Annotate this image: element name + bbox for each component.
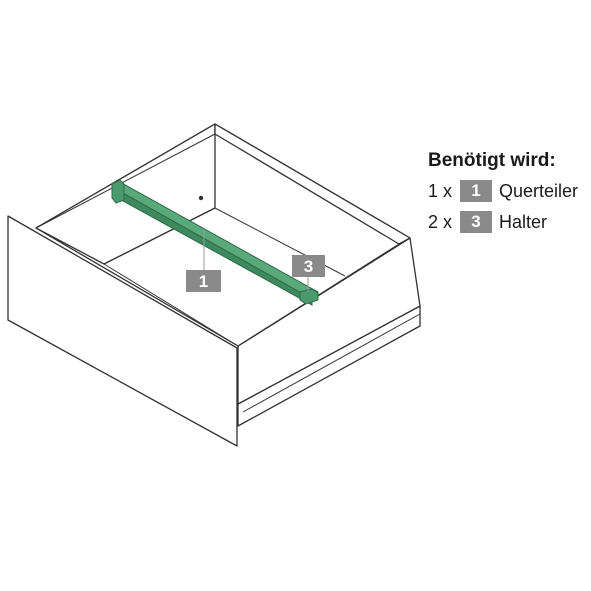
inner-edge-floor-left bbox=[103, 207, 216, 265]
legend-title: Benötigt wird: bbox=[428, 150, 556, 171]
legend-qty: 2 x bbox=[428, 211, 453, 232]
callout-1-text: 1 bbox=[199, 272, 208, 291]
callout-1-badge bbox=[186, 270, 221, 292]
parts-legend: Benötigt wird: 1 x 1 Querteiler 2 x 3 Ha… bbox=[428, 150, 578, 240]
inner-edge-floor-front bbox=[103, 263, 239, 347]
callout-3-badge bbox=[292, 255, 325, 277]
cross-divider bbox=[111, 179, 319, 306]
callout-3-text: 3 bbox=[304, 257, 313, 276]
base-rail-inner-line bbox=[242, 313, 421, 413]
holder-left bbox=[111, 179, 125, 204]
legend-qty: 1 x bbox=[428, 180, 453, 201]
legend-part-badge: 1 bbox=[460, 180, 492, 202]
legend-part-label: Halter bbox=[499, 211, 548, 232]
drawer-front-panel bbox=[7, 215, 238, 447]
legend-part-badge: 3 bbox=[460, 211, 492, 233]
back-wall-hole bbox=[198, 195, 204, 201]
legend-part-label: Querteiler bbox=[499, 180, 579, 201]
holder-right bbox=[299, 288, 319, 305]
legend-item: 2 x 3 Halter bbox=[428, 209, 578, 235]
legend-item: 1 x 1 Querteiler bbox=[428, 178, 578, 204]
inner-edge-top-rim bbox=[35, 133, 216, 229]
